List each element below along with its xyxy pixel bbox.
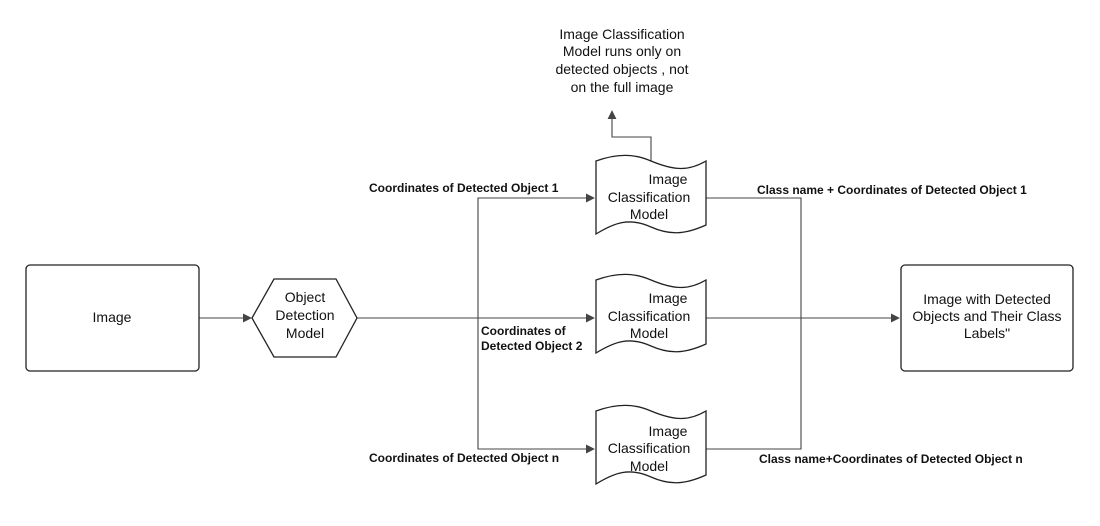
object-detection-label-line-1: Object <box>285 289 326 305</box>
classifier-1-node <box>595 154 707 236</box>
classifier-n-label-line-1: Image <box>649 423 688 439</box>
object-detection-label-line-3: Model <box>286 325 324 341</box>
edge-label-to-classifier-1: Coordinates of Detected Object 1 <box>369 181 559 195</box>
edge-label-to-classifier-n: Coordinates of Detected Object n <box>369 451 559 465</box>
edge-classifier-1-to-note <box>607 110 652 161</box>
output-label-line-1: Image with Detected <box>923 291 1051 307</box>
classifier-1-label-line-1: Image <box>649 171 688 187</box>
annotation-line-1: Image Classification <box>559 26 684 42</box>
classifier-1-label-line-3: Model <box>630 206 668 222</box>
classifier-2-node <box>595 273 707 355</box>
edge-classifier-n-to-merge <box>706 318 802 450</box>
image-node <box>25 264 200 372</box>
edge-label-to-classifier-2-line-2: Detected Object 2 <box>481 339 583 353</box>
classifier-2-label-line-3: Model <box>630 325 668 341</box>
image-node-label: Image <box>93 309 132 325</box>
edge-label-from-classifier-n: Class name+Coordinates of Detected Objec… <box>759 452 1023 466</box>
classifier-2-label-line-2: Classification <box>608 308 690 324</box>
object-detection-node <box>251 278 358 358</box>
output-label-line-3: Labels" <box>964 325 1010 341</box>
edge-label-from-classifier-1: Class name + Coordinates of Detected Obj… <box>757 183 1027 197</box>
output-label-line-2: Objects and Their Class <box>912 308 1061 324</box>
edge-classifier-1-to-merge <box>706 197 802 318</box>
classifier-n-label-line-3: Model <box>630 458 668 474</box>
classifier-1-label-line-2: Classification <box>608 189 690 205</box>
classifier-n-label-line-2: Classification <box>608 440 690 456</box>
classifier-n-node <box>595 404 707 486</box>
object-detection-label-line-2: Detection <box>275 307 334 323</box>
annotation-line-2: Model runs only on <box>563 43 681 59</box>
annotation-line-4: on the full image <box>571 79 674 95</box>
output-node <box>900 264 1074 372</box>
edge-branch-to-classifier-1 <box>477 193 595 318</box>
classifier-2-label-line-1: Image <box>649 290 688 306</box>
edge-label-to-classifier-2-line-1: Coordinates of <box>481 324 567 338</box>
annotation-line-3: detected objects , not <box>555 61 688 77</box>
edge-branch-to-classifier-n <box>477 318 595 454</box>
